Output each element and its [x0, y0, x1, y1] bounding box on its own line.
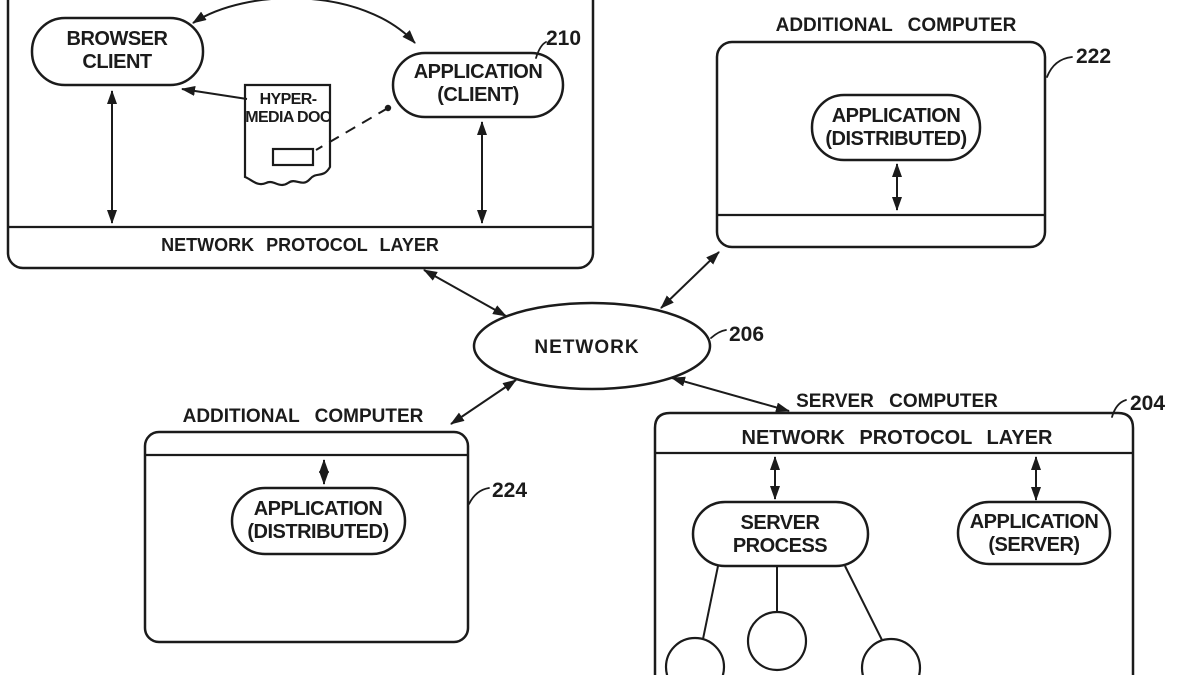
application-client-node: [391, 51, 565, 119]
additional-computer-224-title: ADDITIONAL COMPUTER: [183, 406, 424, 427]
client-computer-box: [6, 0, 595, 270]
additional-computer-224-box: [143, 430, 470, 644]
browser-client-label-line2: CLIENT: [82, 51, 152, 73]
application-distributed-224-node: [230, 486, 407, 556]
ref-222-label: 222: [1076, 45, 1111, 68]
hypermedia-doc-label-line1: HYPER-: [260, 91, 317, 108]
application-distributed-224-line2: (DISTRIBUTED): [247, 521, 388, 543]
application-distributed-222-node: [810, 93, 982, 162]
server-computer-box: [653, 411, 1135, 675]
client-protocol-layer-label: NETWORK PROTOCOL LAYER: [161, 235, 439, 255]
network-ellipse: [472, 301, 712, 391]
application-server-line1: APPLICATION: [970, 511, 1099, 533]
additional-computer-222-group: ADDITIONAL COMPUTER APPLICATION (DISTRIB…: [715, 15, 1111, 249]
additional-computer-222-box: [715, 40, 1047, 249]
server-process-line1: SERVER: [741, 512, 821, 534]
application-server-node: [956, 500, 1112, 566]
network-to-computer222-arrow: [660, 251, 720, 309]
application-client-label-line2: (CLIENT): [437, 84, 519, 106]
server-process-node: [691, 500, 870, 568]
network-to-computer224-arrow: [450, 379, 517, 425]
ref-204-label: 204: [1130, 392, 1165, 415]
browser-application-arc-arrow: [192, 0, 416, 44]
network-to-client-arrow: [423, 269, 507, 317]
application-doc-dashed-link: [315, 107, 389, 151]
network-group: NETWORK 206: [472, 301, 764, 391]
additional-computer-222-title: ADDITIONAL COMPUTER: [776, 15, 1017, 36]
application-distributed-222-line1: APPLICATION: [832, 105, 961, 127]
server-process-line2: PROCESS: [733, 535, 827, 557]
application-server-line2: (SERVER): [988, 534, 1079, 556]
ref-224-label: 224: [492, 479, 527, 502]
ref-206-leader: [710, 329, 727, 339]
network-label: NETWORK: [534, 337, 639, 358]
server-protocol-layer-label: NETWORK PROTOCOL LAYER: [742, 427, 1054, 449]
ref-210-leader: [535, 41, 547, 59]
doc-to-browser-arrow: [181, 86, 248, 100]
network-to-server-arrow: [671, 376, 790, 413]
process-child-link-right: [844, 565, 883, 641]
application-distributed-224-line1: APPLICATION: [254, 498, 383, 520]
process-child-circle-middle: [746, 610, 808, 672]
process-child-circle-left: [664, 636, 726, 675]
process-child-circle-right: [860, 637, 922, 675]
server-computer-group: SERVER COMPUTER NETWORK PROTOCOL LAYER S…: [653, 391, 1165, 675]
ref-224-leader: [468, 487, 490, 505]
process-child-link-left: [702, 565, 719, 640]
hypermedia-doc: [243, 83, 332, 187]
application-distributed-222-line2: (DISTRIBUTED): [825, 128, 966, 150]
ref-206-label: 206: [729, 323, 764, 346]
browser-client-node: [30, 16, 205, 87]
additional-computer-224-group: ADDITIONAL COMPUTER APPLICATION (DISTRIB…: [143, 406, 527, 644]
hypermedia-doc-label-line2: MEDIA DOC: [245, 109, 332, 126]
browser-client-label-line1: BROWSER: [67, 28, 169, 50]
hypermedia-doc-link-anchor: [271, 147, 315, 167]
server-computer-title: SERVER COMPUTER: [796, 391, 998, 412]
ref-210-label: 210: [546, 27, 581, 50]
client-computer-group: NETWORK PROTOCOL LAYER BROWSER CLIENT AP…: [6, 0, 595, 270]
dashed-link-origin-dot: [384, 104, 392, 112]
ref-204-leader: [1111, 399, 1127, 418]
ref-222-leader: [1046, 56, 1073, 78]
application-client-label-line1: APPLICATION: [414, 61, 543, 83]
